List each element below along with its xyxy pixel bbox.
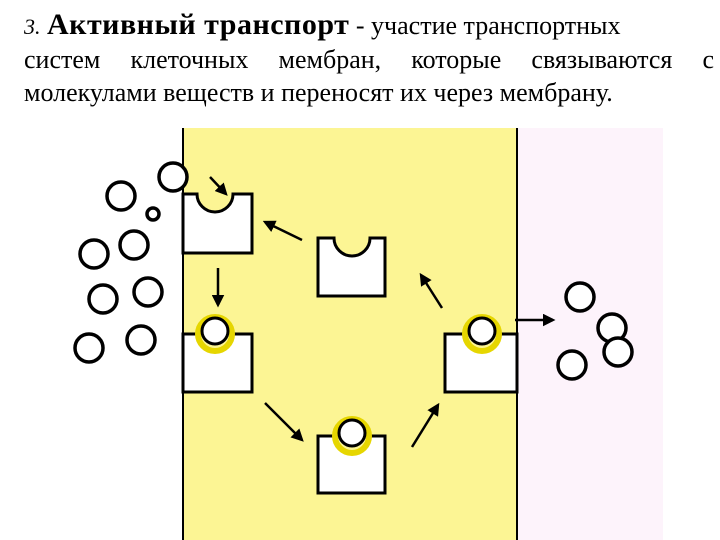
heading-line-2: систем клеточных мембран, которые связыв… [24,45,714,74]
item-number: 3. [24,14,41,39]
molecule [564,281,596,313]
arrow-binding [209,176,228,196]
molecule [132,276,164,308]
molecules-outside-left [73,161,189,364]
arrow-down-right [264,402,304,442]
carrier-loaded-left [181,314,254,394]
molecule [118,229,150,261]
molecule [556,349,588,381]
heading-line-3: молекулами веществ и переносят их через … [24,78,613,107]
bound-molecule [337,418,367,448]
heading-line-1: 3. Активный транспорт - участие транспор… [24,8,714,43]
carrier-loaded-right [443,314,519,394]
arrow-up-right [410,402,440,448]
arrow-return-top-right [419,272,444,309]
molecules-outside-right [556,281,634,381]
term-active-transport: Активный транспорт [47,8,350,41]
definition-part-1: участие транспортных [371,11,621,40]
molecule [105,180,137,212]
heading-paragraph: 3. Активный транспорт - участие транспор… [24,8,714,109]
molecule [87,283,119,315]
molecule [125,324,157,356]
molecule-small [145,206,161,222]
bound-molecule [467,316,497,346]
carrier-empty-top-center [316,236,387,298]
bound-molecule [200,316,230,346]
arrow-return-top-left [262,220,303,242]
dash: - [349,11,372,40]
molecule [73,332,105,364]
carrier-empty-top-left [181,192,254,255]
molecule [602,336,634,368]
intracellular-space-right [517,128,663,540]
carrier-loaded-bottom [316,416,387,495]
molecule [78,238,110,270]
molecule [157,161,189,193]
